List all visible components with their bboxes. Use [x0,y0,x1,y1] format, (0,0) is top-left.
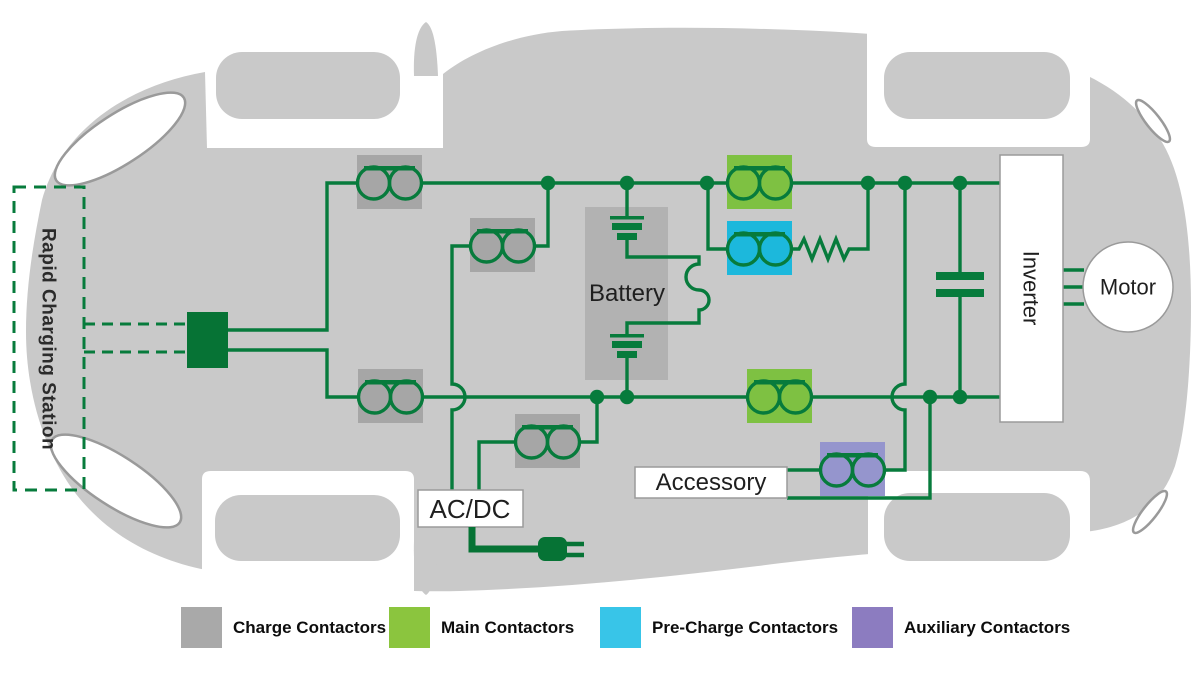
junction-dot-1 [540,175,556,191]
junction-dot-7 [589,389,605,405]
main-contactor-bottom-pole-2 [777,379,814,415]
inverter-box [999,154,1064,423]
wheel-bottom-left [215,495,400,561]
acdc-label: AC/DC [430,494,511,524]
battery-label: Battery [589,280,665,307]
junction-dot-5 [897,175,913,191]
charge-contactor-3 [356,369,425,423]
battery-cell-plate [612,223,642,230]
wire-battery-service-disconnect [625,240,711,334]
accessory-label: Accessory [656,469,767,496]
wheel-bottom-right [884,493,1070,561]
wire-contactor2-to-acdc [450,244,470,490]
junction-dot-3 [699,175,715,191]
side-mirror-bottom [413,541,438,595]
wire-precharge-to-top-bus [706,183,728,251]
junction-dot-2 [619,175,635,191]
charge-contactor-3-pole-2 [388,379,425,415]
battery-cell-plate [617,351,637,358]
pre-charge-contactor-bar [734,232,785,237]
main-contactor-top [725,155,794,209]
charge-contactor-1 [355,155,424,209]
precharge-resistor [792,183,870,264]
wire-port-to-top-bus [228,181,356,332]
taillight-top-right [1134,98,1172,144]
wire-accessory-to-bottom-bus [787,397,932,500]
motor-label: Motor [1100,275,1156,300]
auxiliary-contactor-bar [827,453,878,458]
charge-contactor-4-pole-2 [545,424,582,460]
capacitor-plate-bottom [936,289,984,297]
main-contactor-bottom-bar [754,380,805,385]
inverter-label: Inverter [1018,251,1043,326]
charge-contactor-4 [513,414,582,468]
battery-cell-symbols [610,216,644,358]
auxiliary-contactor-pole-2 [850,452,887,488]
charge-port [187,312,228,368]
main-contactor-top-pole-2 [757,165,794,201]
rapid-charging-station-label: Rapid Charging Station [37,228,58,450]
pre-charge-contactor-pole-2 [757,231,794,267]
wire-aux-riser [884,183,907,472]
side-mirror-top [413,22,438,76]
battery-cell-plate [610,216,644,220]
contactors-layer [355,155,887,496]
charge-contactor-2 [468,218,537,272]
battery-cell-plate [610,334,644,338]
wire-port-to-bottom-bus [228,348,358,399]
battery-cell-plate [617,233,637,240]
plug-body [538,537,567,561]
charge-contactor-3-bar [365,380,416,385]
rapid-charging-station-box [12,185,86,492]
main-contactor-top-bar [734,166,785,171]
headlight-top-left [53,91,187,187]
junction-dot-8 [619,389,635,405]
battery-cell-plate [612,341,642,348]
accessory-box [634,466,788,499]
acdc-box [417,489,524,528]
junction-dot-4 [860,175,876,191]
wheel-rear-right-top [884,52,1070,119]
auxiliary-contactor [818,442,887,496]
wire-contactor2-to-top-bus [535,183,550,248]
taillight-bottom-right [1131,489,1169,535]
motor-circle [1082,241,1174,333]
capacitor-plate-top [936,272,984,280]
main-contactor-bottom [745,369,814,423]
charge-contactor-2-pole-2 [500,228,537,264]
charge-contactor-1-pole-2 [387,165,424,201]
charging-plug [468,527,584,561]
wire-contactor4-to-bottom-bus [580,397,599,444]
plug-cable [468,527,538,553]
junction-dots-layer [540,175,968,405]
charge-contactor-2-bar [477,229,528,234]
pre-charge-contactor [725,221,794,275]
wheel-front-left [216,52,400,119]
charge-contactor-4-bar [522,425,573,430]
charge-contactor-1-bar [364,166,415,171]
junction-dot-10 [952,389,968,405]
junction-dot-6 [952,175,968,191]
junction-dot-9 [922,389,938,405]
wire-contactor4-to-acdc [477,440,515,490]
